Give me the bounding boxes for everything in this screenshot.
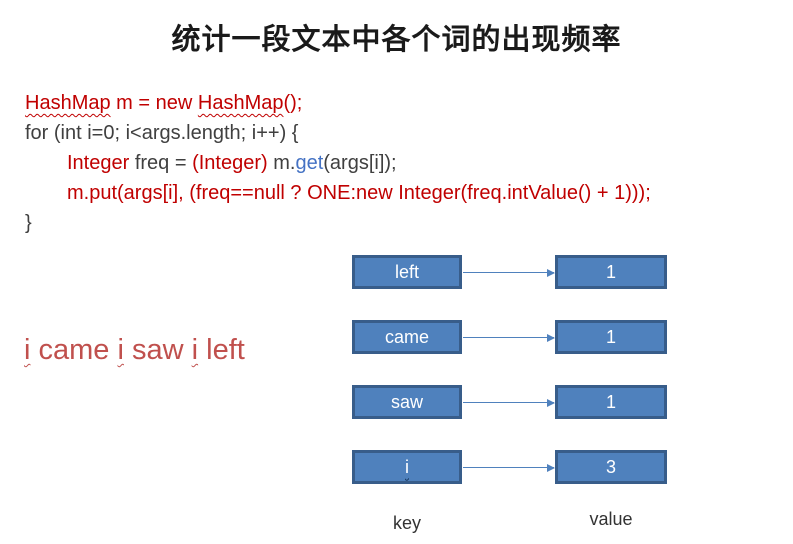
- value-column-label: value: [589, 509, 633, 529]
- hashmap-row: left 1: [352, 255, 667, 289]
- value-text: 1: [605, 326, 616, 347]
- code-line-5: }: [25, 208, 651, 238]
- key-text: left: [394, 261, 419, 282]
- key-text: saw: [390, 391, 423, 412]
- code-token: (args[i]);: [323, 152, 397, 174]
- key-box: saw: [352, 385, 462, 419]
- hashmap-row: i 3: [352, 450, 667, 484]
- code-token: HashMap: [197, 92, 284, 114]
- code-token: (Integer): [192, 152, 268, 174]
- code-token: }: [25, 212, 32, 234]
- slide-title: 统计一段文本中各个词的出现频率: [171, 24, 622, 56]
- arrow-right-icon: [463, 268, 555, 277]
- key-box: i: [352, 450, 462, 484]
- phrase-word: i: [24, 334, 31, 366]
- code-line-4: m.put(args[i], (freq==null ? ONE:new Int…: [25, 178, 651, 208]
- code-token: HashMap: [25, 92, 111, 114]
- code-token: m = new: [110, 92, 198, 114]
- key-box: left: [352, 255, 462, 289]
- phrase-word: i: [117, 334, 124, 366]
- value-box: 1: [555, 385, 667, 419]
- phrase-text: i came i saw i left: [24, 334, 245, 367]
- phrase-word: came: [30, 334, 118, 366]
- code-token: m.put(args[i], (freq==null ? ONE:new Int…: [67, 182, 651, 204]
- phrase-word: i: [191, 334, 199, 366]
- code-line-2: for (int i=0; i<args.length; i++) {: [25, 118, 651, 148]
- value-text: 1: [605, 391, 616, 412]
- arrow-right-icon: [463, 333, 555, 342]
- hashmap-row: came 1: [352, 320, 667, 354]
- key-box: came: [352, 320, 462, 354]
- value-box: 3: [555, 450, 667, 484]
- code-token: get: [295, 152, 324, 174]
- hashmap-row: saw 1: [352, 385, 667, 419]
- code-block: HashMap m = new HashMap(); for (int i=0;…: [25, 88, 651, 238]
- code-token: freq =: [129, 152, 193, 174]
- phrase-word: left: [198, 334, 245, 366]
- code-token: ();: [283, 92, 303, 114]
- arrow-right-icon: [463, 463, 555, 472]
- value-box: 1: [555, 320, 667, 354]
- code-token: for (int i=0; i<args.length; i++) {: [25, 122, 299, 144]
- value-text: 1: [605, 261, 616, 282]
- key-text: came: [384, 326, 429, 347]
- phrase-word: saw: [123, 334, 192, 366]
- value-text: 3: [605, 456, 616, 477]
- arrow-right-icon: [463, 398, 555, 407]
- value-box: 1: [555, 255, 667, 289]
- key-column-label: key: [392, 513, 421, 533]
- code-line-1: HashMap m = new HashMap();: [25, 88, 651, 118]
- code-token: m.: [267, 152, 296, 174]
- code-token: Integer: [67, 152, 130, 174]
- hashmap-diagram: left 1 came 1 saw 1 i 3: [352, 255, 667, 515]
- key-text: i: [405, 456, 409, 477]
- code-line-3: Integer freq = (Integer) m.get(args[i]);: [25, 148, 651, 178]
